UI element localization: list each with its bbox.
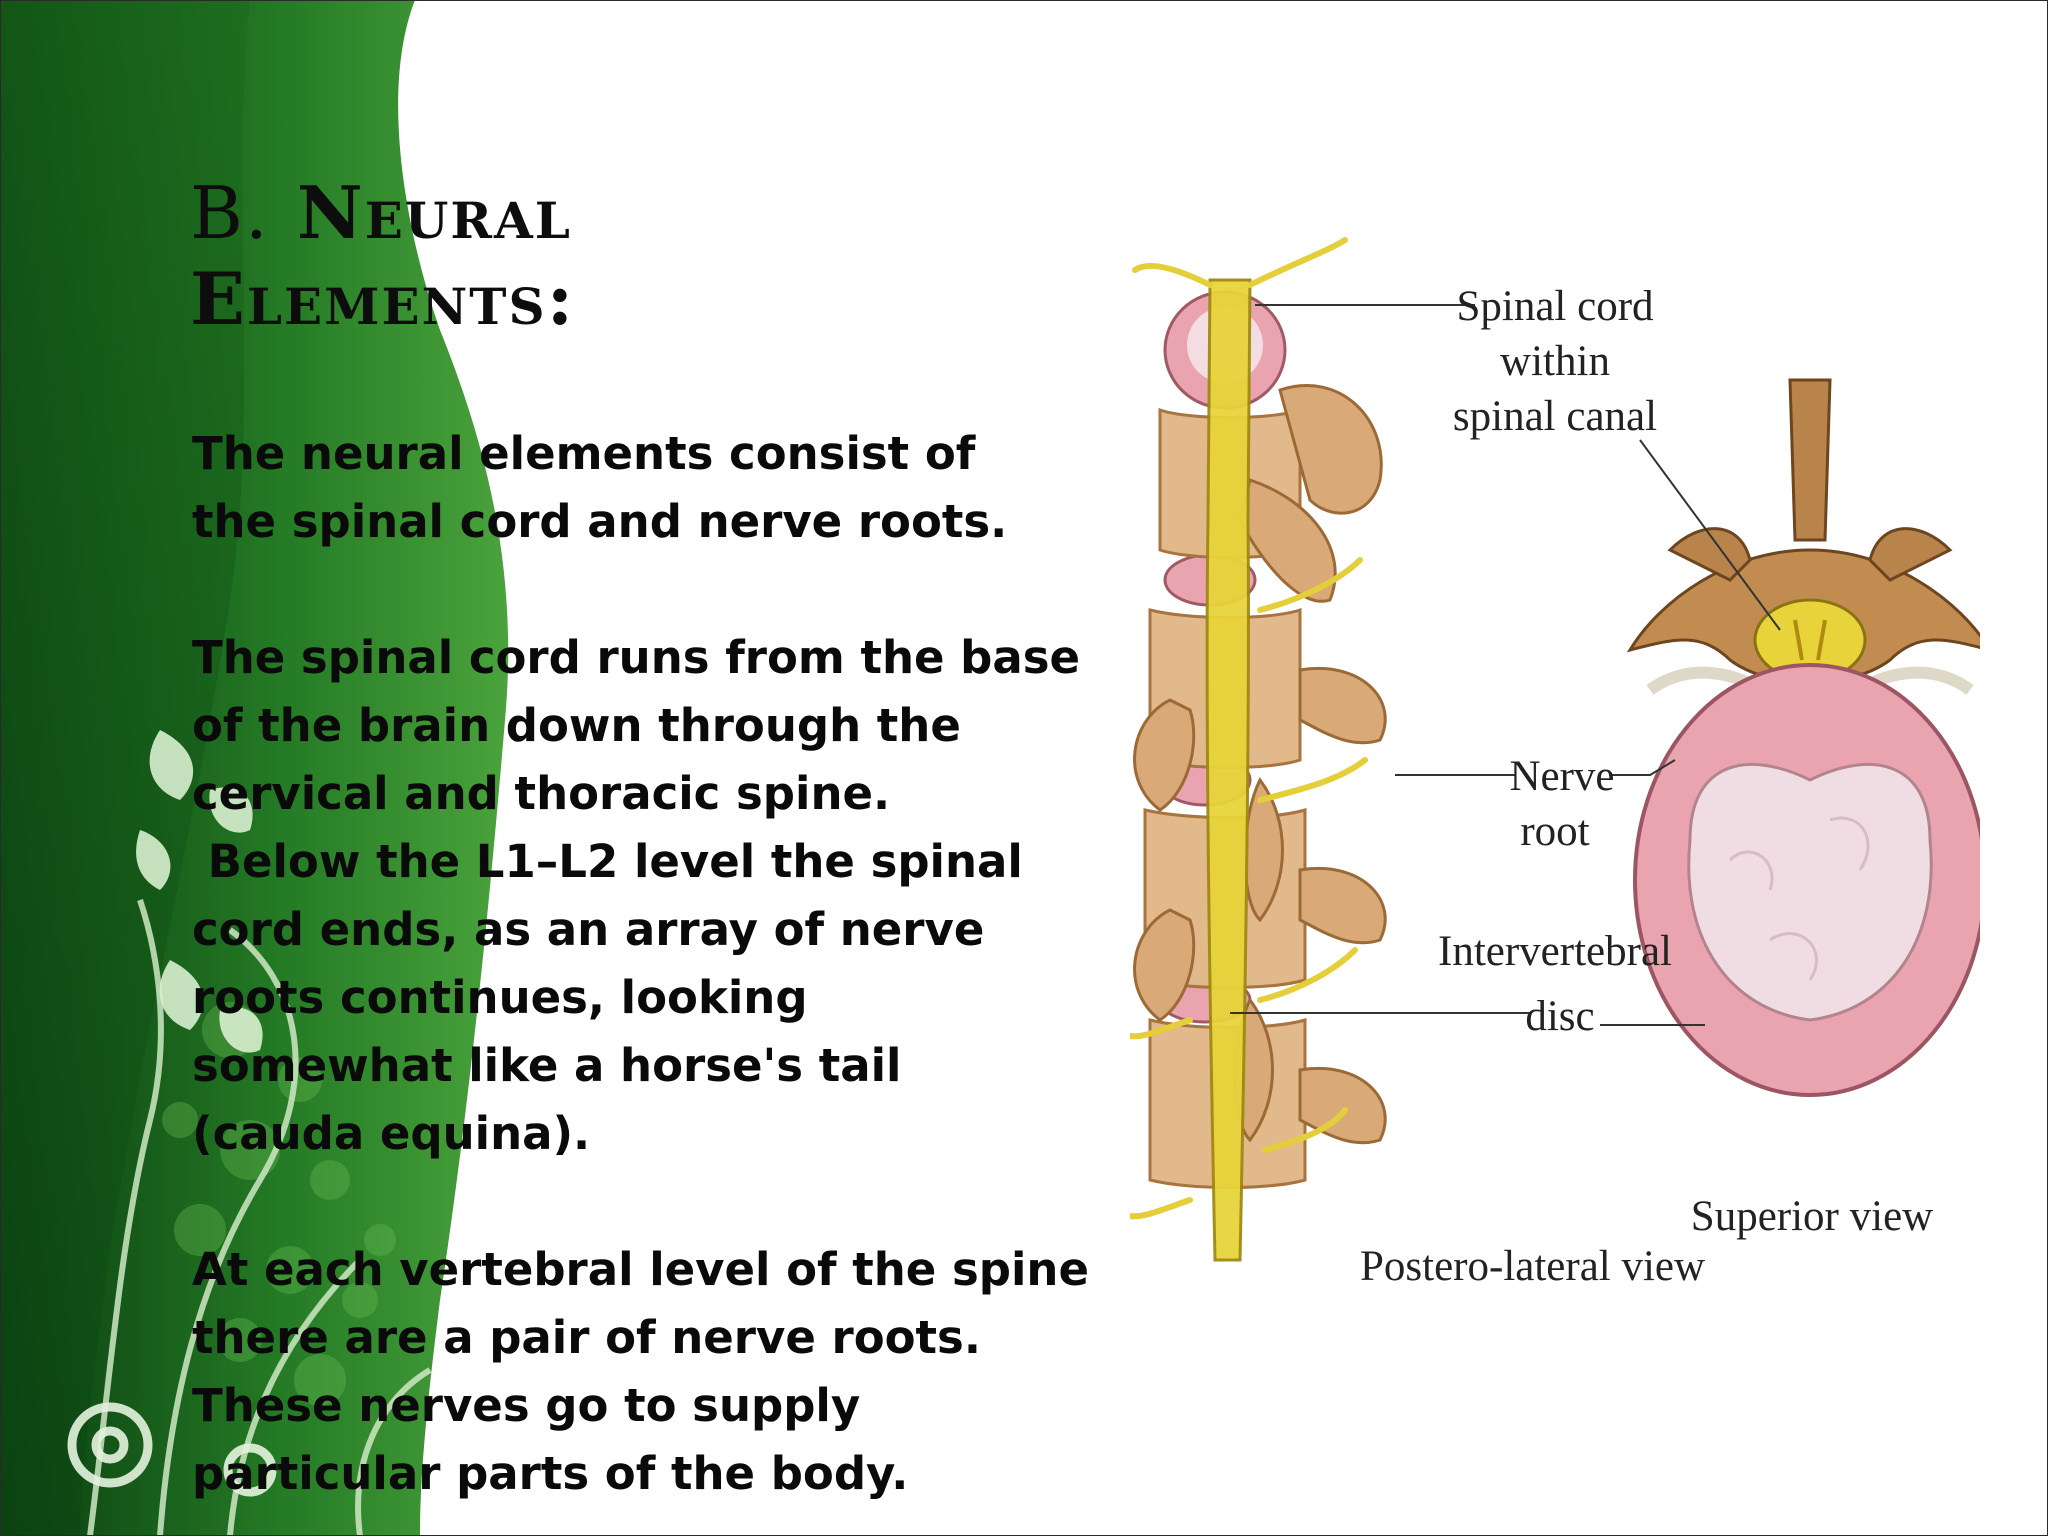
label-intervertebral-disc-line2: disc [1525, 993, 1594, 1040]
leader-lines [1230, 304, 1781, 1026]
label-nerve-root-line2: root [1520, 808, 1589, 855]
label-postero-lateral-view: Postero-lateral view [1360, 1243, 1705, 1290]
label-nerve-root-line1: Nerve [1509, 753, 1614, 800]
body-text: The neural elements consist of the spina… [192, 420, 1092, 1508]
title-prefix: B. [190, 171, 270, 255]
title-main-line1: Neural [296, 170, 572, 255]
label-intervertebral-disc-line1: Intervertebral [1438, 928, 1672, 975]
slide-title: B. Neural Elements: [190, 170, 890, 343]
label-spinal-cord-line1: Spinal cord [1456, 283, 1653, 330]
paragraph-1: The neural elements consist of the spina… [192, 427, 1008, 548]
spine-diagram: Spinal cord within spinal canal Nerve ro… [1130, 237, 1980, 1290]
label-spinal-cord-line3: spinal canal [1453, 393, 1657, 440]
paragraph-4: At each vertebral level of the spine the… [192, 1243, 1105, 1500]
paragraph-3: Below the L1–L2 level the spinal cord en… [192, 835, 1039, 1160]
spine-column-illustration [1130, 237, 1387, 1262]
label-superior-view: Superior view [1691, 1193, 1933, 1240]
label-spinal-cord-line2: within [1500, 338, 1610, 385]
superior-view-illustration [1626, 378, 1980, 1097]
paragraph-2: The spinal cord runs from the base of th… [192, 631, 1096, 820]
title-main-line2: Elements: [190, 256, 576, 342]
